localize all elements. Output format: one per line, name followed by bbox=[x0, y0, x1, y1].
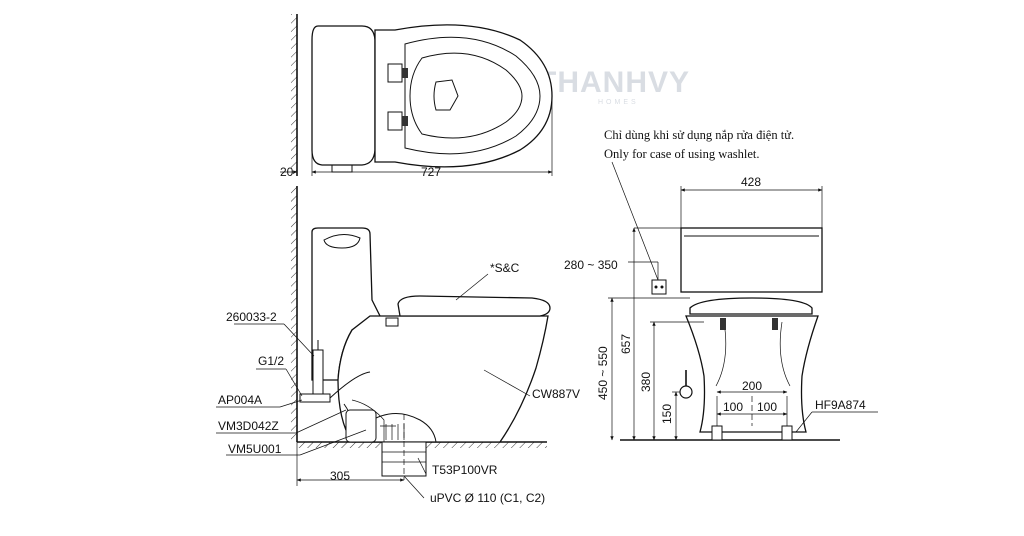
dim-727: 727 bbox=[421, 165, 441, 179]
leader-260033 bbox=[283, 323, 315, 357]
watermark-sub: HOMES bbox=[598, 99, 639, 106]
seat-side bbox=[397, 295, 551, 317]
leader-hf9a874 bbox=[795, 411, 813, 433]
angle-valve-front bbox=[679, 385, 693, 399]
dim-150: 150 bbox=[660, 404, 674, 424]
note-washlet-vi: Chỉ dùng khi sử dụng nắp rửa điện tử. bbox=[604, 128, 794, 142]
part-cw887v: CW887V bbox=[532, 387, 580, 401]
hinge-upper bbox=[387, 63, 403, 83]
trapway bbox=[351, 399, 385, 442]
dim-100-right: 100 bbox=[757, 400, 777, 414]
drain-elbow bbox=[375, 413, 437, 443]
part-upvc: uPVC Ø 110 (C1, C2) bbox=[430, 491, 545, 505]
hinge-pin-left bbox=[720, 318, 726, 330]
angle-valve-side bbox=[299, 393, 331, 403]
dim-280-350: 280 ~ 350 bbox=[564, 258, 618, 272]
part-ap004a: AP004A bbox=[218, 393, 262, 407]
outlet-pin-2 bbox=[660, 285, 664, 289]
bowl-side bbox=[337, 315, 549, 443]
dim-380: 380 bbox=[639, 372, 653, 392]
top-view: 20 727 bbox=[280, 14, 553, 179]
part-vm3d042z: VM3D042Z bbox=[218, 419, 279, 433]
wall-hatch-top bbox=[291, 14, 297, 174]
dim-100-left: 100 bbox=[723, 400, 743, 414]
tank-foot bbox=[331, 165, 353, 173]
seat-hinge-side bbox=[385, 317, 399, 327]
leader-upvc bbox=[403, 475, 425, 499]
dim-305: 305 bbox=[330, 469, 350, 483]
watermark-brand: THANHVY bbox=[538, 66, 690, 99]
part-vm5u001: VM5U001 bbox=[228, 442, 282, 456]
seat-top bbox=[404, 36, 541, 155]
hinge-pin-lower bbox=[402, 116, 408, 126]
hose-sleeve bbox=[312, 349, 324, 395]
leader-t53p bbox=[417, 457, 427, 475]
bowl-front bbox=[685, 315, 819, 433]
part-260033-2: 260033-2 bbox=[226, 310, 277, 324]
leader-g12 bbox=[285, 368, 303, 397]
supply-pipe bbox=[329, 371, 371, 399]
part-t53p100vr: T53P100VR bbox=[432, 463, 498, 477]
leader-vm5u bbox=[299, 429, 367, 456]
front-view: Chỉ dùng khi sử dụng nắp rửa điện tử. On… bbox=[564, 128, 878, 441]
bowl-outline-top bbox=[374, 24, 553, 168]
hinge-pin-upper bbox=[402, 68, 408, 78]
leader-washlet-note bbox=[611, 161, 659, 281]
dim-200: 200 bbox=[742, 379, 762, 393]
dim-20: 20 bbox=[280, 165, 294, 179]
leader-vm3d bbox=[295, 409, 347, 434]
hinge-lower bbox=[387, 111, 403, 131]
outlet-pin-1 bbox=[654, 285, 658, 289]
dim-450-550: 450 ~ 550 bbox=[596, 346, 610, 400]
tank-front bbox=[680, 227, 823, 293]
flange-bolts bbox=[380, 424, 405, 440]
part-hf9a874: HF9A874 bbox=[815, 398, 866, 412]
watermark: THANHVY HOMES bbox=[538, 66, 690, 106]
part-sc: *S&C bbox=[490, 261, 520, 275]
flush-button bbox=[323, 234, 361, 249]
tank-top bbox=[311, 25, 376, 166]
bowl-opening bbox=[409, 52, 523, 139]
leader-sc bbox=[455, 273, 489, 301]
bolt-left bbox=[711, 425, 723, 441]
seat-front bbox=[689, 297, 813, 315]
hinge-pin-right bbox=[772, 318, 778, 330]
side-view: 305 260033-2 G1/2 AP004A VM3D042Z VM5U00… bbox=[216, 186, 580, 505]
part-g12: G1/2 bbox=[258, 354, 284, 368]
flange-collar bbox=[345, 409, 377, 443]
leader-cw887v bbox=[483, 369, 531, 397]
leader-ap004a bbox=[279, 399, 303, 408]
power-outlet bbox=[651, 279, 667, 295]
drain-hole-top bbox=[433, 79, 459, 111]
wall-hatch-side bbox=[291, 186, 297, 442]
dim-657: 657 bbox=[619, 334, 633, 354]
bolt-right bbox=[781, 425, 793, 441]
bowl-curve-right bbox=[779, 321, 791, 387]
dim-428: 428 bbox=[741, 175, 761, 189]
note-washlet-en: Only for case of using washlet. bbox=[604, 147, 760, 161]
